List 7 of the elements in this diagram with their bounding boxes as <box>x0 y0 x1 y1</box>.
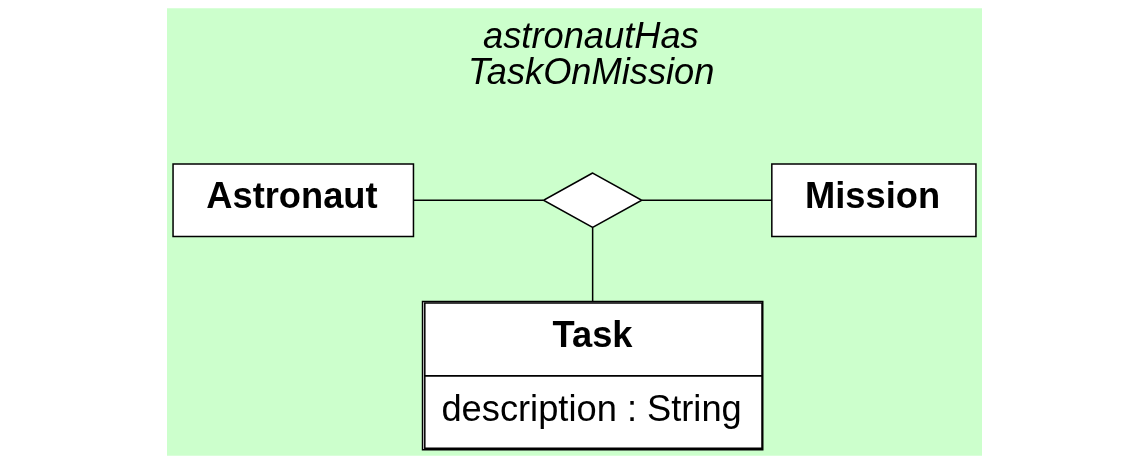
connector <box>640 199 772 201</box>
node-box: Astronaut <box>171 163 414 238</box>
connector <box>591 227 593 303</box>
node-diamond <box>541 172 643 229</box>
node-label: astronautHas TaskOnMission <box>467 14 714 93</box>
node-box: Mission <box>770 163 977 238</box>
connector <box>412 199 544 201</box>
